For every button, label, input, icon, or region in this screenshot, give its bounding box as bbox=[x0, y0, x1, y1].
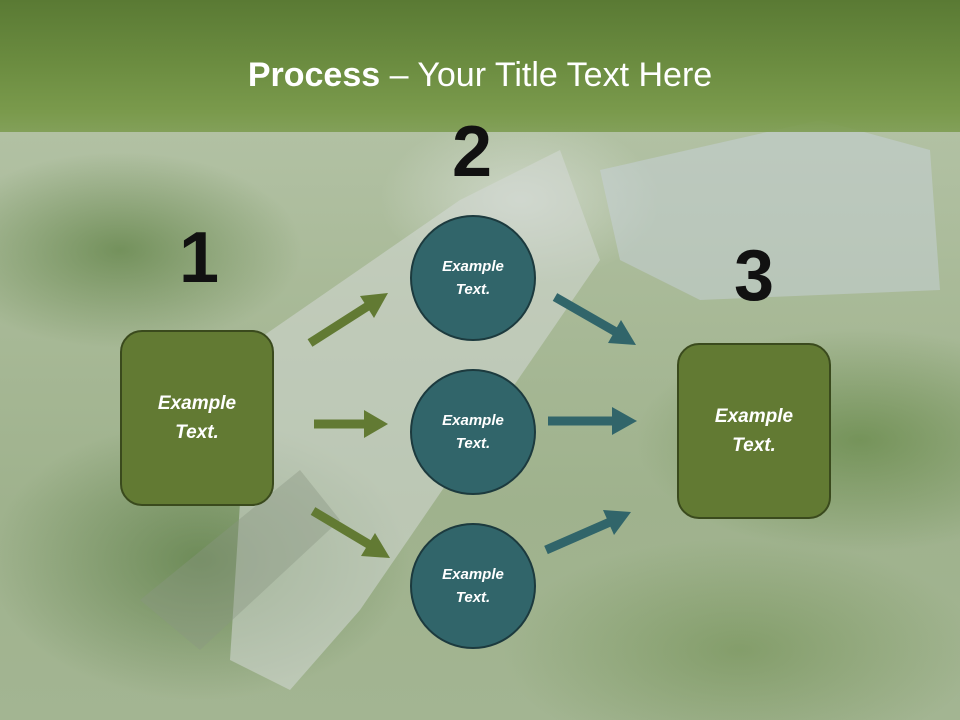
step-box-3-line2: Text. bbox=[732, 435, 776, 456]
process-circle-top[interactable]: Example Text. bbox=[410, 215, 536, 341]
shears-blade-lower bbox=[140, 470, 340, 650]
process-circle-bottom[interactable]: Example Text. bbox=[410, 523, 536, 649]
title-rest: – Your Title Text Here bbox=[380, 56, 713, 94]
step-number-2: 2 bbox=[451, 112, 493, 192]
step-box-1-line2: Text. bbox=[175, 422, 219, 443]
circle-top-line2: Text. bbox=[455, 281, 491, 298]
shears-handle bbox=[600, 120, 940, 300]
step-number-3: 3 bbox=[733, 236, 775, 316]
circle-top-line1: Example bbox=[442, 258, 504, 275]
slide-title: Process – Your Title Text Here bbox=[0, 54, 960, 96]
process-circle-middle[interactable]: Example Text. bbox=[410, 369, 536, 495]
circle-middle-line2: Text. bbox=[455, 435, 491, 452]
step-box-1-line1: Example bbox=[157, 393, 237, 414]
step-number-1: 1 bbox=[178, 218, 220, 298]
step-box-3[interactable]: Example Text. bbox=[677, 343, 831, 519]
step-box-3-line1: Example bbox=[714, 406, 794, 427]
title-bold: Process bbox=[247, 56, 381, 94]
circle-middle-line1: Example bbox=[442, 412, 504, 429]
step-box-1[interactable]: Example Text. bbox=[120, 330, 274, 506]
title-bar bbox=[0, 0, 960, 132]
circle-bottom-line2: Text. bbox=[455, 589, 491, 606]
circle-bottom-line1: Example bbox=[442, 566, 504, 583]
